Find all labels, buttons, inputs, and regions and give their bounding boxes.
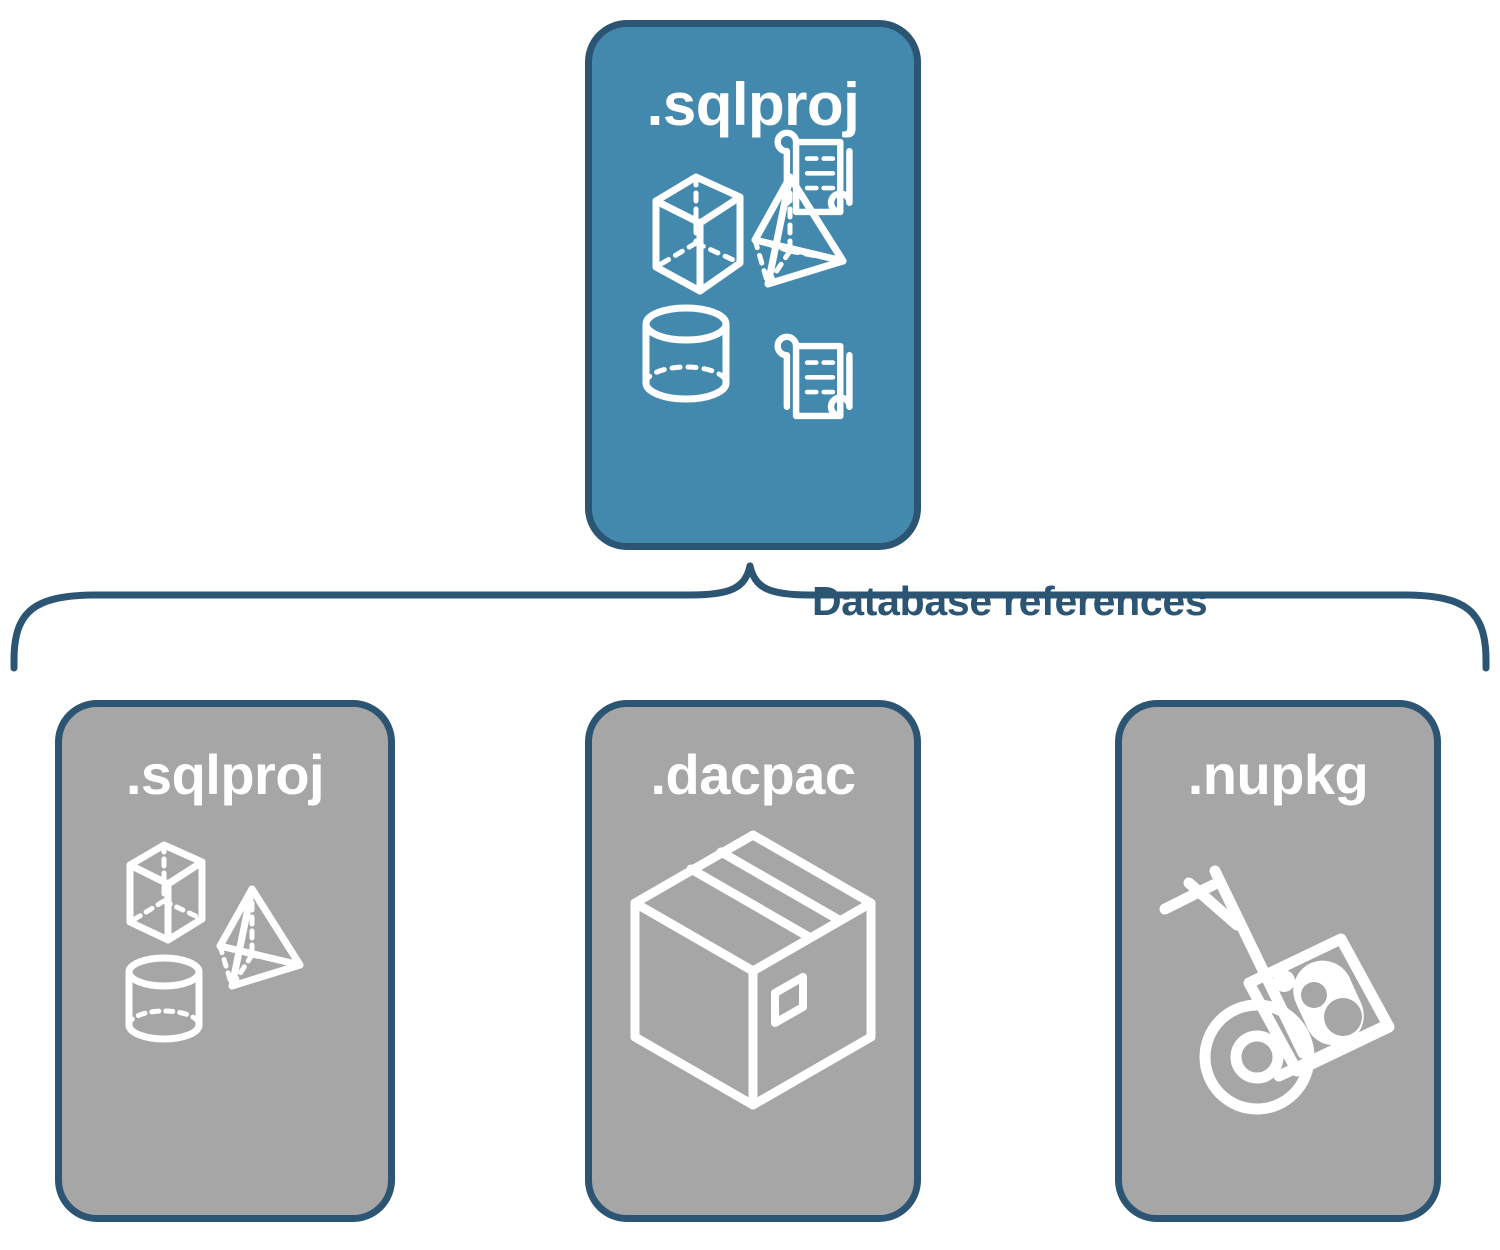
root-card-title: .sqlproj	[646, 71, 860, 138]
cube-icon	[652, 173, 744, 295]
nuget-hand-truck-icon	[1159, 865, 1395, 1115]
root-card-artwork	[592, 129, 914, 543]
reference-card-title: .nupkg	[1187, 743, 1369, 806]
reference-card-artwork	[1122, 803, 1434, 1215]
reference-card-artwork	[62, 803, 388, 1215]
root-card-sqlproj[interactable]: .sqlproj	[585, 20, 921, 550]
bracket-label: Database references	[812, 578, 1208, 624]
pyramid-icon	[216, 885, 304, 990]
cylinder-icon	[125, 954, 203, 1043]
script-scroll-icon	[774, 129, 853, 216]
reference-card-nupkg[interactable]: .nupkg	[1115, 700, 1441, 1222]
pyramid-icon	[751, 173, 847, 288]
reference-card-title: .sqlproj	[125, 743, 325, 806]
reference-card-sqlproj[interactable]: .sqlproj	[55, 700, 395, 1222]
cube-icon	[126, 841, 206, 944]
script-scroll-icon	[774, 333, 853, 420]
reference-card-artwork	[592, 803, 914, 1215]
cylinder-icon	[642, 304, 730, 403]
reference-card-title: .dacpac	[650, 743, 856, 806]
reference-card-dacpac[interactable]: .dacpac	[585, 700, 921, 1222]
package-box-icon	[630, 830, 875, 1110]
